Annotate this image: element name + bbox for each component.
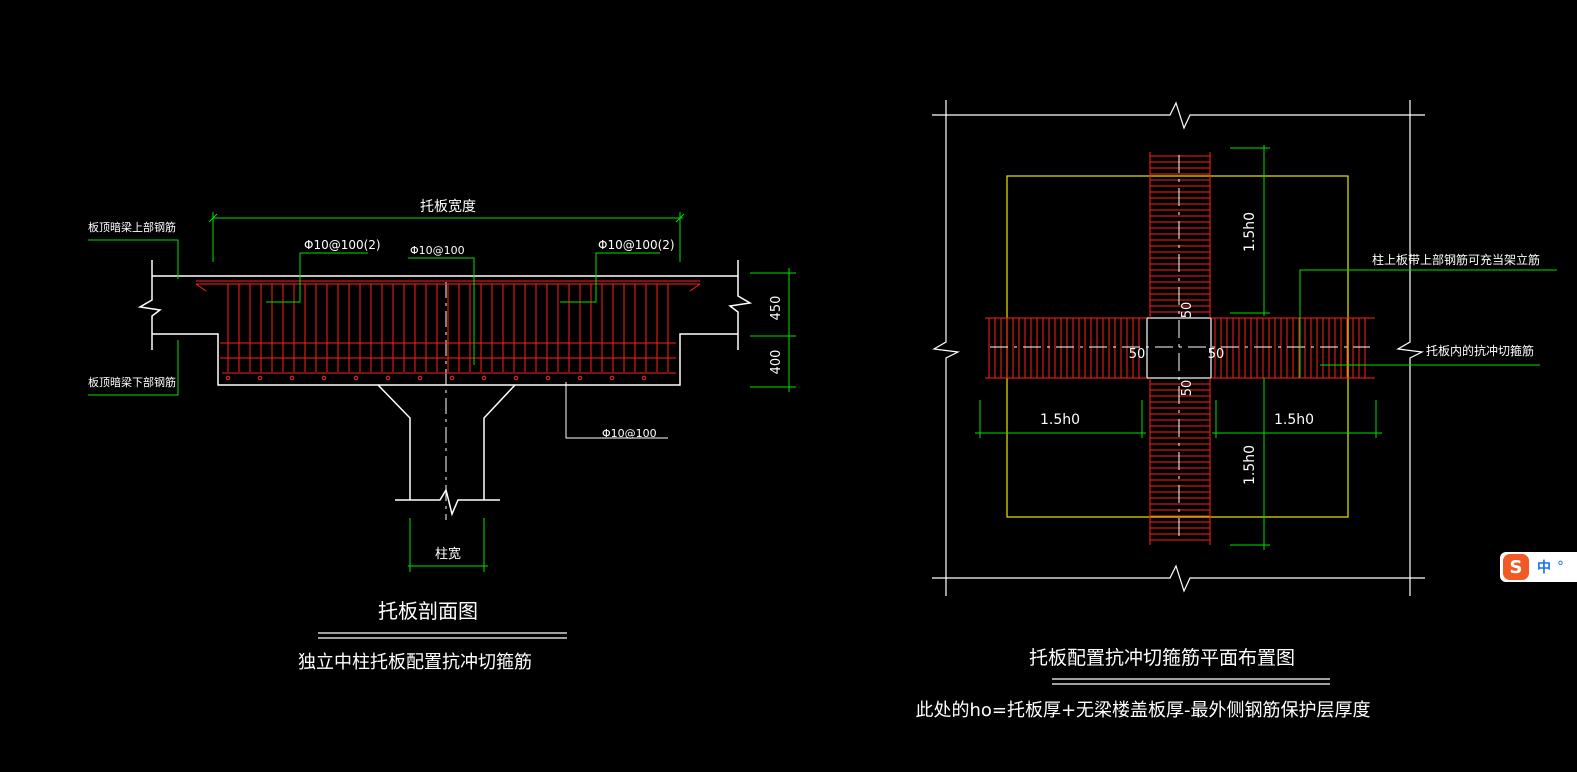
stirrup-bottom-label: Φ10@100 [602, 427, 657, 440]
dim-50-top: 50 [1180, 302, 1195, 319]
top-rebar-note: 柱上板带上部钢筋可充当架立筋 [1372, 252, 1540, 267]
stirrup-left-leader [266, 252, 368, 303]
dim-400-label: 400 [769, 350, 784, 375]
dim-right-15h0: 1.5h0 [1274, 412, 1314, 428]
dim-left-15h0: 1.5h0 [1040, 412, 1080, 428]
width-dim-tick-right [675, 213, 685, 223]
stirrup-mid-leader [408, 257, 475, 365]
plan-left-edge [932, 100, 961, 596]
bottom-bar-dot [353, 375, 359, 381]
bottom-bar-dot [321, 375, 327, 381]
dim-50-left: 50 [1129, 347, 1146, 362]
bottom-bar-dot [417, 375, 423, 381]
bottom-bar-dot [577, 375, 583, 381]
section-rebar-group [195, 280, 701, 381]
rebar-hook [195, 283, 207, 292]
bottom-bar-dot [449, 375, 455, 381]
plan-note: 此处的ho=托板厚+无梁楼盖板厚-最外侧钢筋保护层厚度 [915, 700, 1370, 721]
column-outline-right [483, 384, 516, 500]
bottom-bar-dot [545, 375, 551, 381]
bottom-bar-dot [641, 375, 647, 381]
bottom-bar-dot [609, 375, 615, 381]
plan-bottom-edge [932, 564, 1425, 593]
ime-language-toggle[interactable]: 中 [1537, 560, 1551, 576]
plan-top-edge [932, 101, 1425, 130]
ime-toolbar[interactable]: S 中 ° [1500, 552, 1577, 582]
width-label: 托板宽度 [420, 198, 476, 215]
plan-rebar-group [985, 152, 1375, 545]
width-dim-tick-left [208, 213, 218, 223]
dim-50-right: 50 [1208, 347, 1225, 362]
sogou-logo-icon[interactable]: S [1503, 554, 1529, 580]
stirrup-note: 托板内的抗冲切箍筋 [1426, 343, 1534, 358]
top-rebar-label: 板顶暗梁上部钢筋 [88, 220, 176, 234]
stirrup-mid-label: Φ10@100 [410, 244, 465, 257]
dim-top-15h0: 1.5h0 [1242, 212, 1258, 252]
section-title: 托板剖面图 [378, 599, 478, 623]
column-break [395, 488, 500, 517]
bottom-bar-dot [289, 375, 295, 381]
top-rebar-leader [88, 239, 179, 279]
column-outline [377, 384, 411, 500]
rebar-hook [689, 283, 701, 292]
plan-view: 柱上板带上部钢筋可充当架立筋 托板内的抗冲切箍筋 1.5h0 1.5h0 1.5… [915, 100, 1557, 721]
dim-450-label: 450 [769, 296, 784, 321]
ime-punctuation-icon[interactable]: ° [1557, 559, 1564, 575]
bottom-bar-dot [385, 375, 391, 381]
stirrup-right-leader [560, 252, 660, 303]
col-width-label: 柱宽 [435, 546, 461, 562]
top-rebar-note-leader [1299, 269, 1557, 378]
right-break-mark [728, 260, 753, 350]
drop-panel-outline [152, 333, 738, 386]
bottom-bar-dot [257, 375, 263, 381]
bottom-bar-dot [513, 375, 519, 381]
plan-right-edge [1396, 100, 1425, 596]
dim-bot-15h0: 1.5h0 [1242, 445, 1258, 485]
stirrup-bottom-leader [565, 382, 668, 439]
plan-title: 托板配置抗冲切箍筋平面布置图 [1029, 647, 1295, 669]
section-subtitle: 独立中柱托板配置抗冲切箍筋 [298, 652, 532, 673]
dim-50-bottom: 50 [1180, 380, 1195, 397]
stirrup-right-label: Φ10@100(2) [598, 238, 675, 252]
stirrup-left-label: Φ10@100(2) [304, 238, 381, 252]
section-view: 托板宽度 板顶暗梁上部钢筋 板顶暗梁下部钢筋 Φ10@100(2) Φ10@10… [88, 198, 796, 673]
bottom-rebar-label: 板顶暗梁下部钢筋 [88, 375, 176, 389]
bottom-bar-dot [481, 375, 487, 381]
bottom-bar-dot [225, 375, 231, 381]
left-break-mark [137, 260, 162, 350]
bottom-rebar-leader [88, 340, 179, 396]
